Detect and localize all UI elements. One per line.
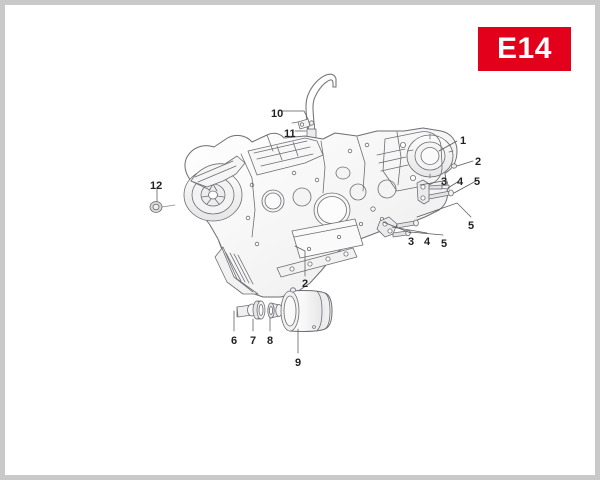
leader-5c [409,231,444,236]
callout-5c: 5 [441,238,448,250]
callout-5b: 5 [468,220,475,232]
leader-5a [453,180,477,194]
section-badge: E14 [478,27,571,71]
callout-3b: 3 [408,236,415,248]
callout-2a: 2 [475,156,482,168]
callout-5a: 5 [474,176,481,188]
leader-1 [438,140,458,152]
leader-4b [391,226,428,234]
part-8-adapter-nut [267,302,283,319]
callout-3a: 3 [441,176,448,188]
part-12-plug [149,201,176,213]
part-10-breather-hose [305,73,337,134]
parts-345-upper-bracket [416,179,454,205]
fitting-bracket [291,118,311,130]
part-9-oil-filter [280,290,333,332]
diagram-canvas: 1 2 3 4 5 5 3 4 5 10 11 12 2 6 7 8 9 [5,5,595,475]
leader-2a [456,160,474,167]
leader-10 [280,110,309,120]
callout-9: 9 [295,357,302,369]
callout-10: 10 [271,108,284,120]
leader-5b [416,202,472,218]
callout-2b: 2 [302,278,309,290]
part-7-seal-ring [252,300,266,320]
section-badge-label: E14 [497,32,552,65]
crankcase-main-body [183,127,458,298]
parts-345-lower-bracket [376,216,419,238]
callout-6: 6 [231,335,238,347]
callout-8: 8 [267,335,274,347]
leader-3a [419,180,444,186]
engine-crankcase-illustration [149,73,477,354]
callout-1: 1 [460,135,467,147]
part-2-screws [289,163,457,293]
callout-4a: 4 [457,176,464,188]
leader-lines [156,110,477,354]
callout-11: 11 [284,128,296,140]
callout-4b: 4 [424,236,431,248]
leader-2b [294,245,306,277]
leader-4a [447,180,460,189]
callout-7: 7 [250,335,257,347]
callout-12: 12 [150,180,163,192]
